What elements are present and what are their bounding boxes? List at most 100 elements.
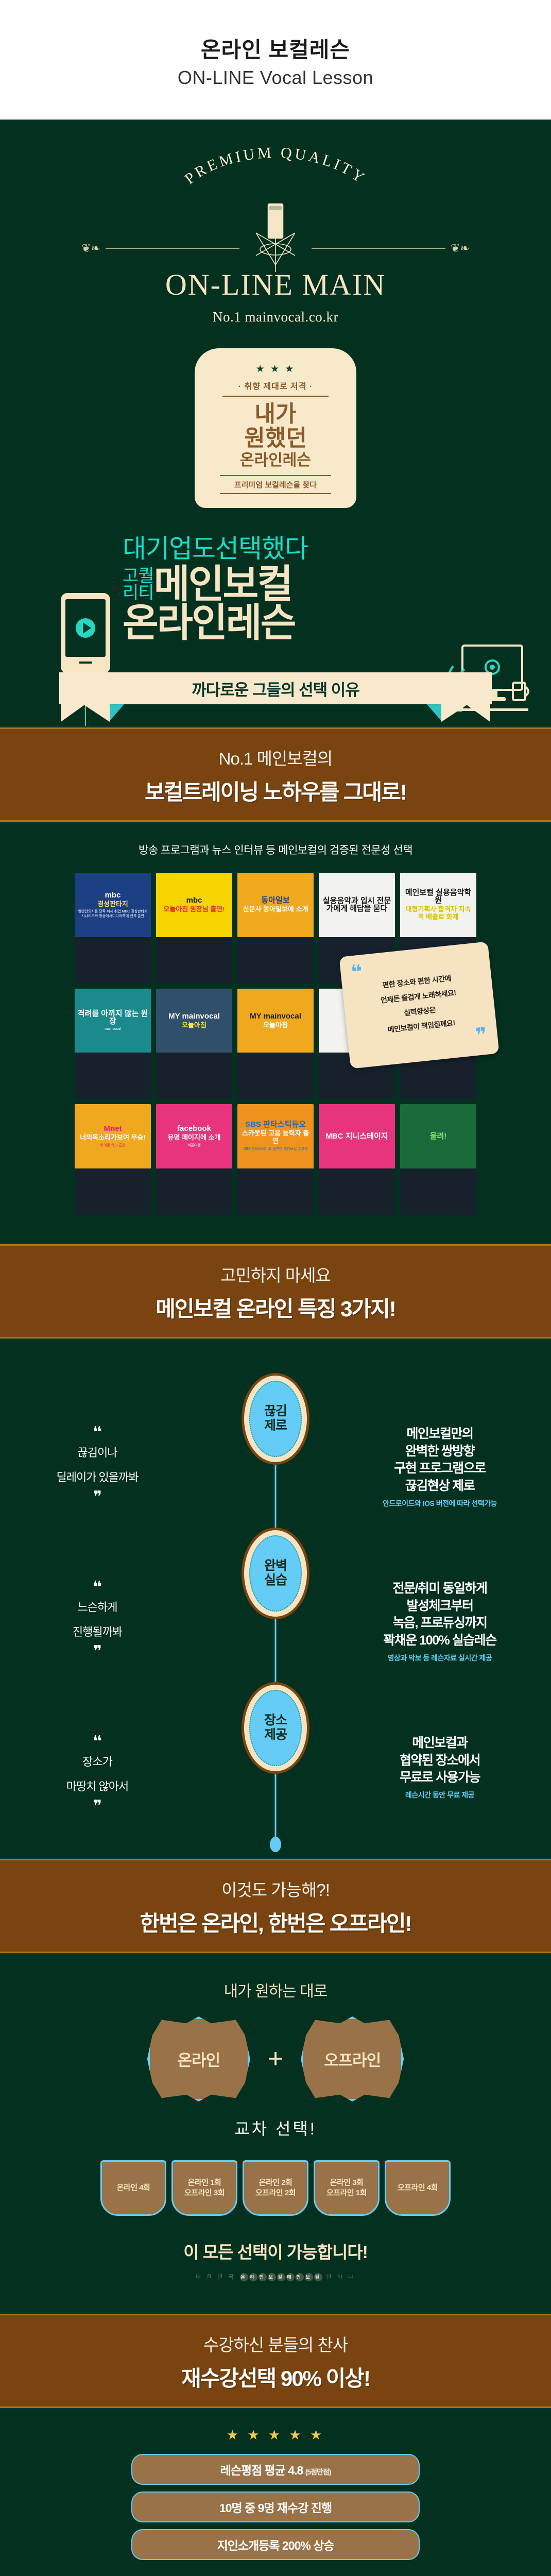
- microphone-icon: [245, 200, 306, 280]
- press-card-line: 대형기획사 합격자 지속적 배출로 화제: [405, 905, 471, 921]
- reviews-eyebrow: 수강하신 분들의 찬사: [203, 2335, 349, 2354]
- quote-open-icon: ❝: [93, 1578, 102, 1596]
- badge-offline-label: 오프라인: [324, 2051, 381, 2070]
- option-line2: 오프라인 1회: [326, 2188, 367, 2197]
- press-card-logo: MBC 지니스테이지: [325, 1132, 388, 1141]
- reviews-section: ★ ★ ★ ★ ★ 레슨평점 평균 4.8 (5점만점)10명 중 9명 재수강…: [0, 2409, 551, 2576]
- ribbon-fold-left: [110, 704, 124, 721]
- online-offline-row: 온라인 + 오프라인: [0, 2016, 551, 2102]
- feature-circle-line1: 완벽: [264, 1558, 287, 1573]
- hero-badge: ★ ★ ★ · 취향 제대로 저격 · 내가 원했던 온라인레슨 프리미엄 보컬…: [198, 352, 353, 504]
- badge-rule-3: [219, 493, 332, 494]
- hero-qualifier-1: 고퀄: [123, 566, 154, 586]
- micro-right: 단 하 나: [326, 2274, 356, 2280]
- press-card-line: 스카웃된 고음 능력자 출연: [242, 1129, 309, 1145]
- badge-offline[interactable]: 오프라인: [301, 2016, 404, 2102]
- feature-quote-line: 마땅치 않아서: [66, 1780, 129, 1793]
- press-card-photo: [400, 1168, 476, 1215]
- media-band-header: No.1 메인보컬의 보컬트레이닝 노하우를 그대로!: [0, 726, 551, 824]
- press-card-tag: 일반인의사를 단독 취재 취업 MBC 경성판타지 시나리오학 방송에서미디어쪽…: [78, 910, 148, 918]
- brand-name: ON-LINE MAIN: [165, 268, 386, 302]
- badge-line1: 내가: [254, 401, 297, 427]
- feature-circle-line1: 장소: [264, 1713, 287, 1728]
- press-card[interactable]: 울려!: [400, 1104, 476, 1215]
- badge-rule-2: [219, 474, 332, 476]
- feature-body-line: 무료로 사용가능: [400, 1770, 480, 1785]
- feature-body-line: 메인보컬과: [412, 1735, 468, 1750]
- svg-text:PREMIUM QUALITY: PREMIUM QUALITY: [182, 147, 370, 188]
- feature-quote-line: 장소가: [82, 1755, 113, 1768]
- feature-circle-line1: 끊김: [264, 1404, 287, 1419]
- feature-body-line: 발성체크부터: [406, 1598, 474, 1613]
- all-selectable-text: 이 모든 선택이 가능합니다!: [183, 2242, 368, 2262]
- micro-dot: 컬: [314, 2273, 322, 2281]
- logo-block: PREMIUM QUALITY ❦❧: [0, 120, 551, 334]
- badge-footer: 프리미엄 보컬레슨을 찾다: [234, 480, 317, 489]
- press-card-logo: mbc: [186, 895, 202, 905]
- quote-open-icon: ❝: [93, 1423, 102, 1441]
- features-band-header: 고민하지 마세요 메인보컬 온라인 특징 3가지!: [0, 1242, 551, 1340]
- flourish-left-icon: ❦❧: [81, 242, 100, 255]
- micro-dot: 라: [249, 2273, 257, 2281]
- lesson-option-pill[interactable]: 오프라인 4회: [385, 2160, 451, 2216]
- review-stat-pill: 10명 중 9명 재수강 진행: [131, 2491, 420, 2522]
- cross-eyebrow: 이것도 가능해?!: [221, 1880, 330, 1900]
- press-card-photo: [75, 1168, 151, 1215]
- cross-title: 한번은 온라인, 한번은 오프라인!: [140, 1911, 412, 1936]
- page-title-en: ON-LINE Vocal Lesson: [177, 67, 374, 89]
- press-card-tag: 아이돌 학교 출연: [100, 1143, 126, 1147]
- feature-quote-line: 끊김이나: [77, 1446, 118, 1459]
- badge-online-label: 온라인: [177, 2051, 221, 2070]
- badge-line3: 온라인레슨: [240, 451, 311, 469]
- plus-icon: +: [267, 2044, 284, 2074]
- flourish-right-icon: ❦❧: [451, 242, 470, 255]
- lesson-option-pill[interactable]: 온라인 4회: [100, 2160, 166, 2216]
- feature-body-line: 꽉채운 100% 실습레슨: [383, 1633, 497, 1648]
- smartphone-play-icon: [61, 592, 110, 673]
- review-stat-pill: 레슨평점 평균 4.8 (5점만점): [131, 2453, 420, 2485]
- review-stat-main: 10명 중 9명 재수강 진행: [219, 2501, 332, 2515]
- cross-pick-label: 교차 선택!: [234, 2119, 317, 2138]
- reviews-band-header: 수강하신 분들의 찬사 재수강선택 90% 이상!: [0, 2312, 551, 2410]
- option-line1: 온라인 3회: [330, 2178, 364, 2187]
- press-card[interactable]: MBC 지니스테이지: [319, 1104, 395, 1215]
- micro-dot: 컬: [277, 2273, 285, 2281]
- ornamental-divider: ❦❧ ❦❧: [0, 243, 551, 254]
- badge-eyebrow: · 취향 제대로 저격 ·: [238, 382, 313, 392]
- option-line2: 오프라인 2회: [255, 2188, 296, 2197]
- feature-body-line: 완벽한 쌍방향: [405, 1444, 475, 1459]
- micro-dot: 보: [304, 2273, 313, 2281]
- option-line1: 온라인 2회: [259, 2178, 292, 2187]
- press-card-photo: [156, 937, 232, 984]
- badge-online[interactable]: 온라인: [147, 2016, 250, 2102]
- review-stat-pill: 지인소개등록 200% 상승: [131, 2529, 420, 2560]
- hero-line1: 대기업도선택했다: [123, 534, 308, 563]
- press-card-logo: 메인보컬 실용음악학원: [405, 888, 472, 905]
- press-card-photo: [319, 1168, 395, 1215]
- badge-rule: [222, 396, 329, 398]
- media-title: 보컬트레이닝 노하우를 그대로!: [145, 780, 407, 805]
- press-card-tag: SBS 판타스틱듀오 출연한 메인보컬 수강생: [243, 1147, 308, 1151]
